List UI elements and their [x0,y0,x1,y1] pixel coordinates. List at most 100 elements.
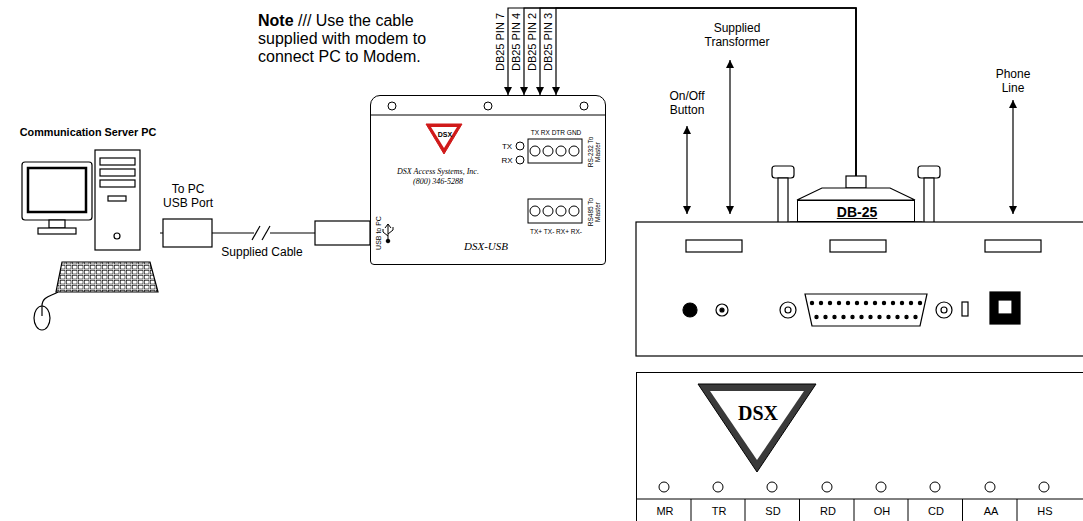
modem-back-panel [785,307,791,313]
usb-converter-details [556,206,566,216]
indicator-leds [908,499,909,521]
indicator-leds [767,482,777,492]
socket-pins [887,315,890,318]
socket-pins [896,315,899,318]
modem-front-details [710,391,804,460]
indicator-leds [962,499,963,521]
indicator-leds [930,482,940,492]
connector [524,8,856,200]
modem-back-panel [780,302,796,318]
indicator-leds [713,482,723,492]
modem-back-panel [990,292,1020,324]
modem-front-details [636,384,1083,521]
indicator-leds [822,482,832,492]
db25-plug-illustration [778,178,788,228]
modem-back-panel [998,300,1012,314]
note-text: Note /// Use the cable supplied with mod… [258,12,458,66]
computer-illustration [100,169,135,176]
computer-illustration [114,233,120,239]
callout-label: Phone Line [986,68,1040,96]
computer-illustration [42,292,58,306]
modem-front-panel: DSXMRTRSDRDOHCDAAHS [636,372,1083,521]
usb-converter-details [569,146,579,156]
indicator-leds [1017,499,1018,521]
note-heading: Note [258,12,294,29]
socket-pins [819,301,822,304]
node-text: USB to PC [375,216,383,250]
node-text: Communication Server PC [16,126,161,138]
node-text: DSX Access Systems, Inc. [397,167,479,176]
computer-illustration [56,262,158,292]
node-text: (800) 346-5288 [413,177,463,186]
node-text: DB-25 [837,204,877,220]
node-text: RS485 To Master [587,193,602,231]
computer-illustration [22,162,92,220]
usb-converter-details [370,115,606,116]
modem-back-panel [830,240,886,252]
usb-converter-details [528,139,582,163]
usb-converter-details [516,142,524,150]
node-text: TX RX DTR GND [531,129,582,136]
callout-label: Supplied Transformer [697,22,777,50]
usb-converter-details [528,199,582,223]
edge-label: DB25 PIN 7 [494,13,506,71]
db25-plug-illustration [772,166,794,178]
usb-converter-details [386,239,390,243]
socket-pins [855,301,858,304]
indicator-leds [876,482,886,492]
node-text: CD [928,505,944,518]
db25-plug-illustration [918,166,940,178]
usb-converter-box: DSXTXRXDSX Access Systems, Inc.(800) 346… [370,95,606,265]
node-text: TR [712,505,727,518]
socket-pins [891,301,894,304]
callout-arrows [686,126,687,214]
socket-pins [833,315,836,318]
usb-cable [163,219,212,247]
socket-pins [878,315,881,318]
socket-pins [837,301,840,304]
node-text: MR [656,505,673,518]
node-text: RX [501,156,512,165]
edge-label: DB25 PIN 4 [510,13,522,71]
modem-back-panel [720,308,724,312]
socket-pins [810,301,813,304]
usb-converter-details [543,146,553,156]
modem-front-details [636,499,1083,500]
computer-illustration [38,228,76,234]
computer-illustration [34,306,50,330]
callout-label: On/Off Button [660,90,714,118]
usb-converter-details [543,206,553,216]
modem-back-panel [936,302,952,318]
indicator-leds [985,482,995,492]
indicator-leds [691,499,692,521]
db25-plug-illustration [846,176,866,188]
node-text: HS [1037,505,1052,518]
socket-pins [918,301,921,304]
modem-front-details [698,384,816,472]
db25-connector: DB-25 [797,200,915,222]
usb-converter-details [556,146,566,156]
node-text: RD [820,505,836,518]
node-text: TX+ TX- RX+ RX- [530,228,582,235]
node-text: AA [984,505,999,518]
computer-illustration [100,180,135,187]
modem-back-panel [636,222,1083,356]
usb-converter-details [484,102,492,110]
db25-plug-illustration [924,178,934,228]
callout-label: To PC USB Port [159,183,217,211]
socket-pins [905,315,908,318]
socket-pins [873,301,876,304]
node-text: TX [502,142,512,151]
modem-back-panel [636,222,1083,356]
indicator-leds [745,499,746,521]
usb-converter-details [370,102,606,243]
edge-label: Supplied Cable [221,246,302,258]
usb-converter-details [426,124,462,154]
modem-back-panel [716,304,728,316]
node-text: DSX-USB [464,240,508,253]
socket-pins [815,315,818,318]
computer-illustration [95,150,140,250]
modem-back-panel [962,302,968,316]
usb-converter-details [530,146,540,156]
